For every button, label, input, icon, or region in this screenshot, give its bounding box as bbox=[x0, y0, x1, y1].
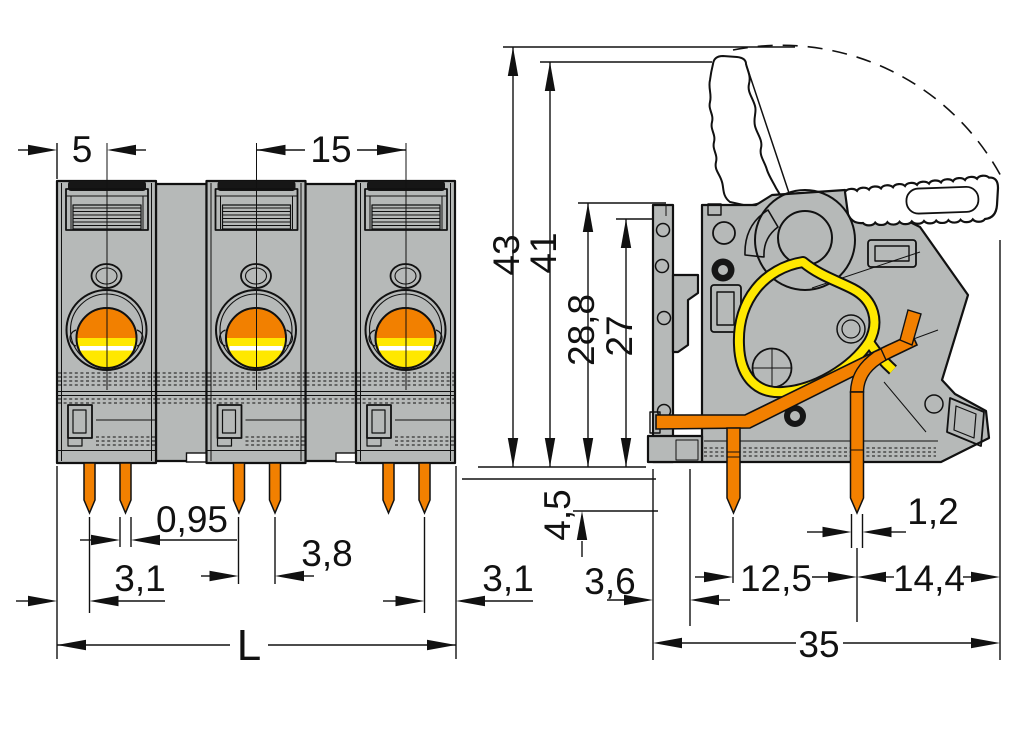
solder-pin bbox=[726, 427, 741, 515]
lever-closed bbox=[843, 174, 1000, 227]
side-view: 43 41 28,8 27 4,5 bbox=[462, 44, 1004, 665]
dim-label-28-8: 28,8 bbox=[561, 294, 602, 366]
lever-swing-arc bbox=[732, 44, 1004, 181]
dim-label-43: 43 bbox=[486, 234, 527, 275]
lever-grip-slot bbox=[905, 185, 980, 215]
dim-label-14-4: 14,4 bbox=[893, 558, 965, 599]
dimension-5: 5 bbox=[18, 129, 146, 179]
dimension-3-1-right: 3,1 bbox=[383, 517, 534, 613]
dim-label-4-5: 4,5 bbox=[537, 489, 578, 540]
dim-label-0-95: 0,95 bbox=[156, 499, 228, 540]
dim-label-3-1-left: 3,1 bbox=[114, 558, 165, 599]
side-reference-lines bbox=[462, 202, 666, 512]
dim-label-12-5: 12,5 bbox=[740, 558, 812, 599]
lever-raised bbox=[708, 54, 784, 208]
dimension-0-95: 0,95 bbox=[80, 499, 237, 547]
dimension-15: 15 bbox=[256, 129, 406, 170]
dim-label-15: 15 bbox=[310, 129, 351, 170]
dimension-1-2: 1,2 bbox=[807, 491, 959, 548]
dim-label-3-8: 3,8 bbox=[301, 533, 352, 574]
dimension-35: 35 bbox=[653, 624, 1000, 665]
solder-pin bbox=[849, 391, 865, 515]
dimension-3-6: 3,6 bbox=[584, 469, 730, 660]
dimension-43: 43 bbox=[486, 47, 527, 467]
dimension-3-8: 3,8 bbox=[201, 517, 353, 584]
front-view: 5 15 0,95 3,1 bbox=[16, 129, 534, 670]
busbar bbox=[649, 309, 922, 515]
dimension-12-5: 12,5 bbox=[695, 517, 858, 622]
dim-label-5: 5 bbox=[72, 129, 93, 170]
dimension-41: 41 bbox=[523, 62, 564, 467]
dimension-27: 27 bbox=[599, 219, 640, 467]
dim-label-1-2: 1,2 bbox=[907, 491, 958, 532]
dim-label-35: 35 bbox=[798, 624, 839, 665]
dim-label-L: L bbox=[237, 621, 261, 670]
dimension-28-8: 28,8 bbox=[561, 203, 602, 467]
dim-label-41: 41 bbox=[523, 232, 564, 273]
dim-label-3-6: 3,6 bbox=[584, 561, 635, 602]
lever-pivot bbox=[754, 189, 856, 291]
dimension-4-5: 4,5 bbox=[537, 489, 588, 557]
dim-label-3-1-right: 3,1 bbox=[482, 558, 533, 599]
dimension-3-1-left: 3,1 bbox=[16, 517, 166, 613]
centerlines bbox=[106, 143, 407, 390]
dimension-L: L bbox=[56, 466, 457, 670]
dim-label-27: 27 bbox=[599, 315, 640, 356]
dimension-14-4: 14,4 bbox=[857, 240, 1001, 660]
